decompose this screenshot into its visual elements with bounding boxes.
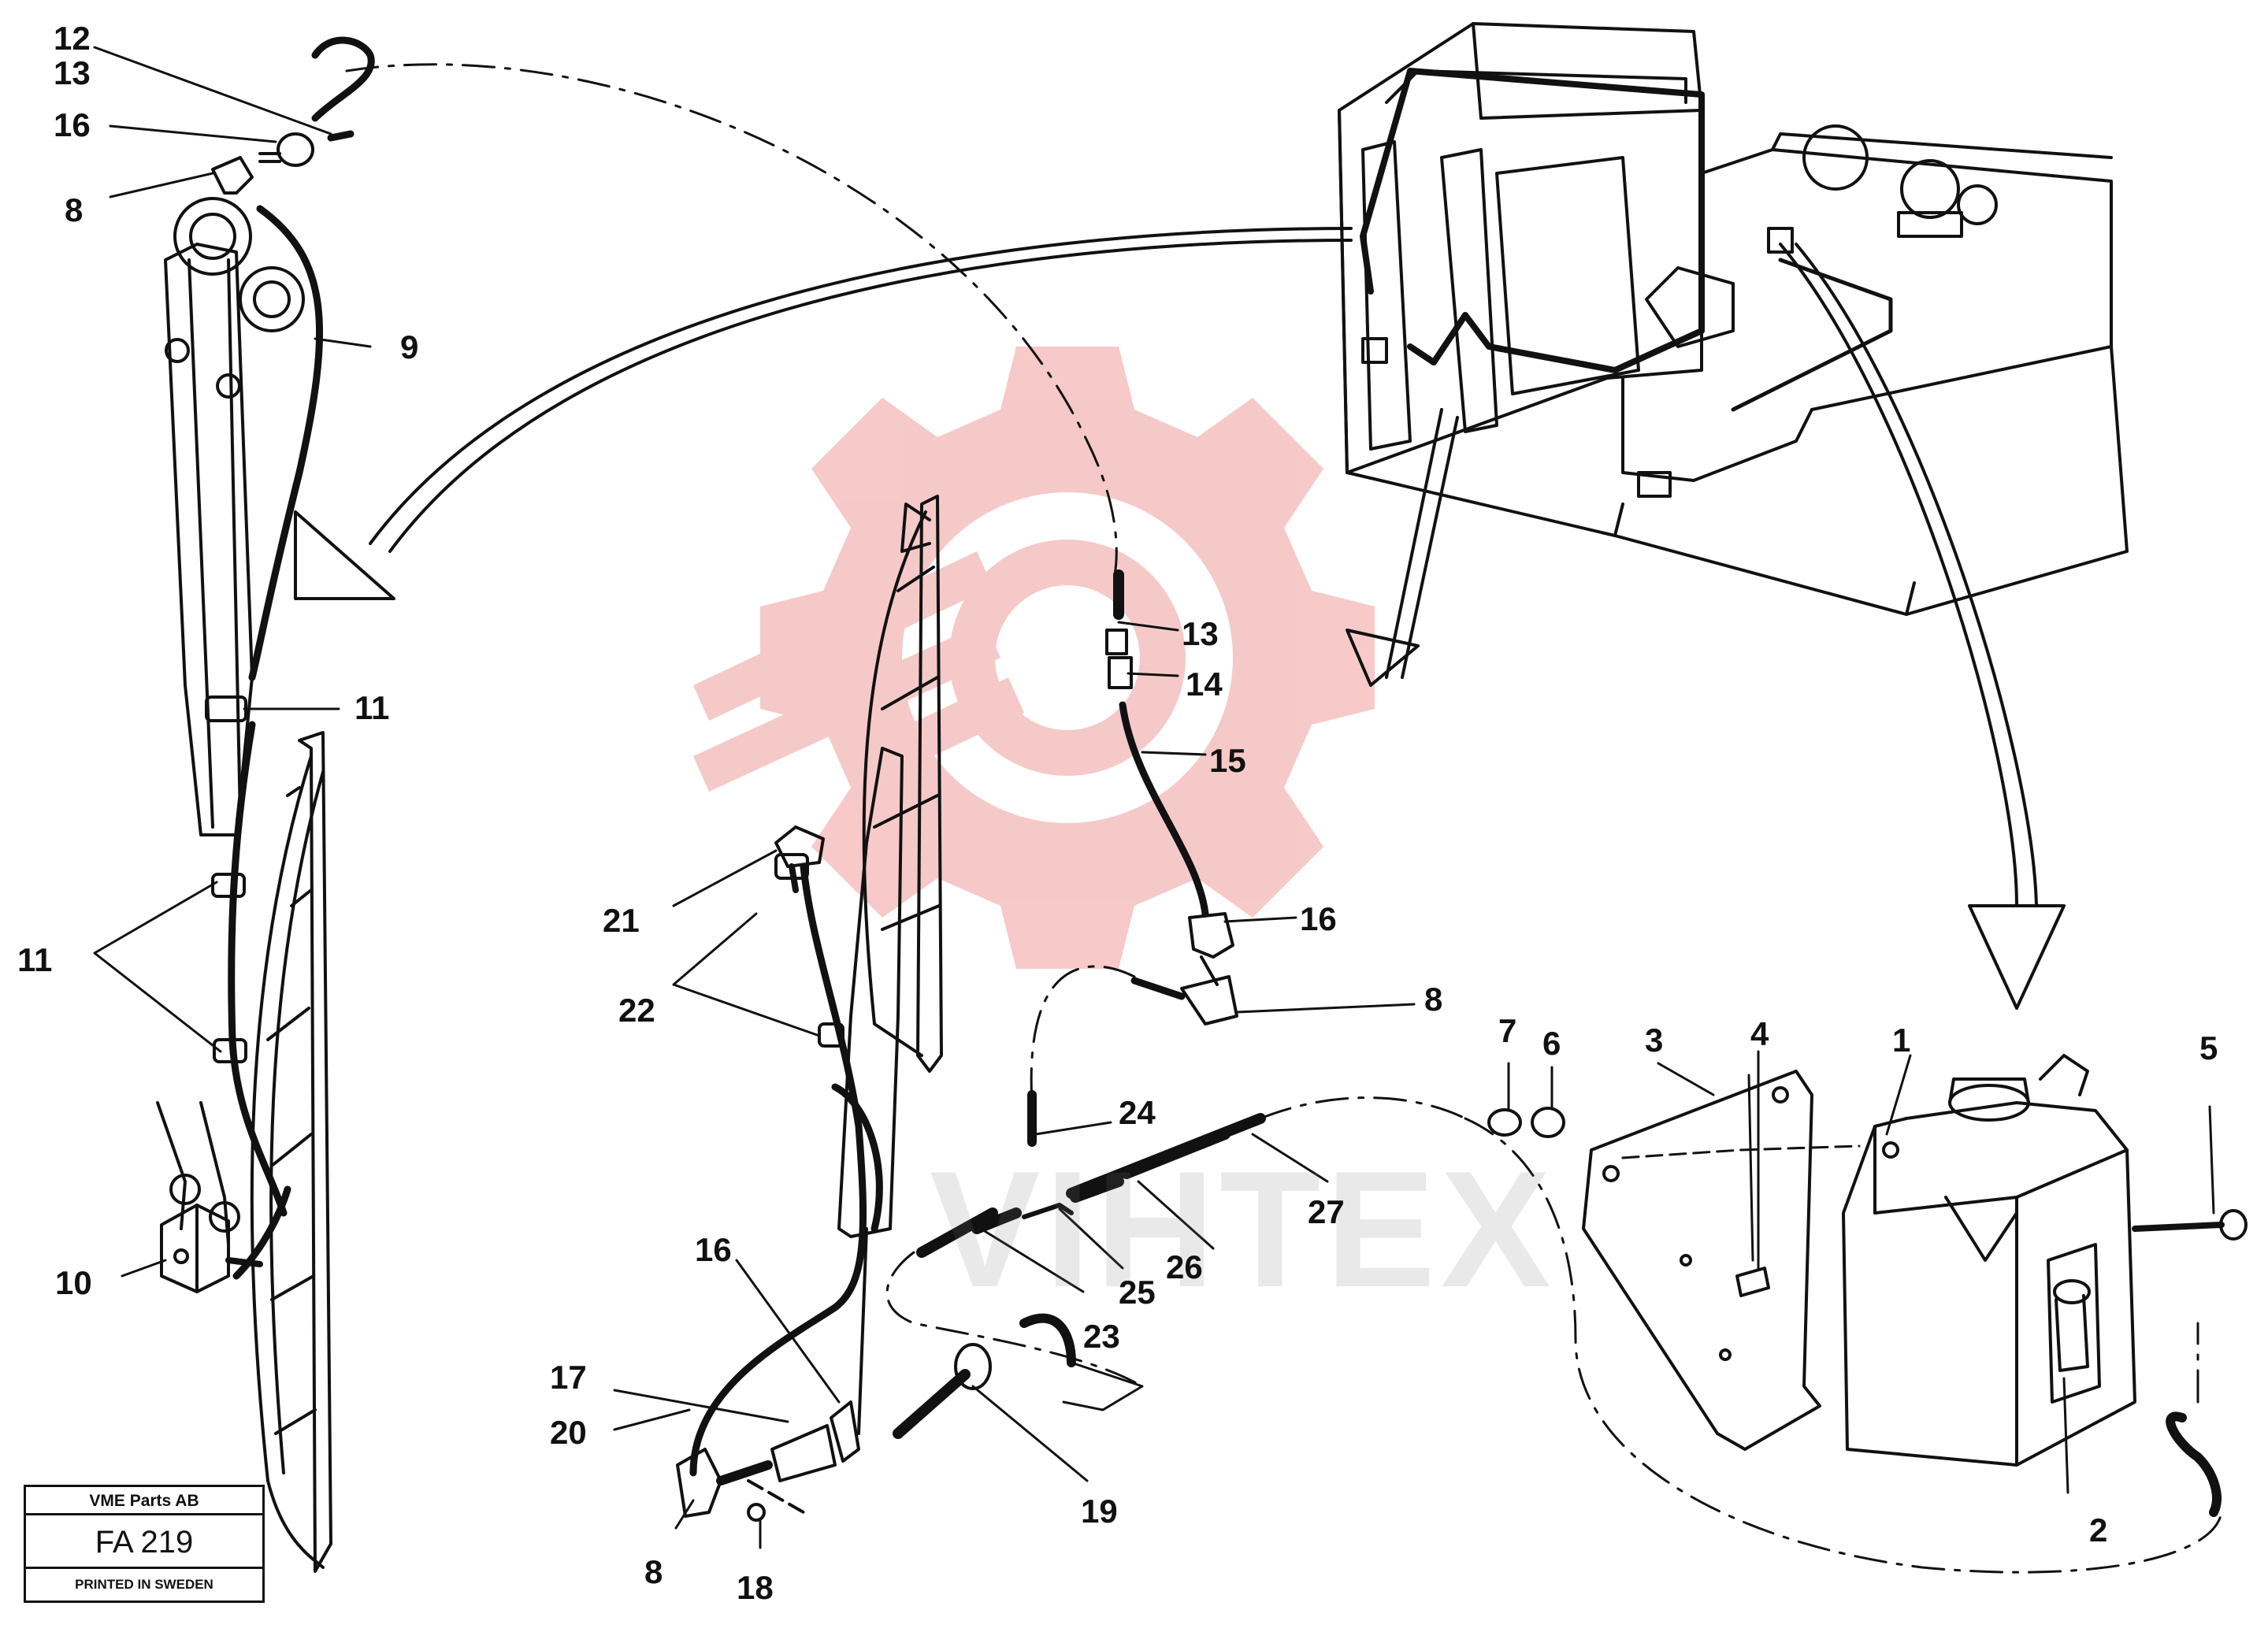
line-art [93,22,2248,1574]
callout-16-mid: 16 [1300,900,1337,937]
title-block-printed: PRINTED IN SWEDEN [75,1577,213,1592]
center-wiper-blade [862,495,943,1073]
top-nut-16 [277,132,314,167]
hose-26 [1121,1129,1231,1179]
screw-5 [2132,1222,2225,1232]
machine-cab-illustration [1338,22,2129,616]
center-wiper-arm [837,747,904,1435]
left-wiper-arm [156,197,305,1246]
callout-24: 24 [1119,1094,1156,1131]
callout-25: 25 [1119,1274,1156,1311]
left-wiper-blade [250,731,332,1573]
center-hose-15 [1119,701,1209,918]
callout-8-mid: 8 [1424,981,1443,1018]
hose-clip-icon-3 [213,1038,247,1063]
callout-7: 7 [1498,1012,1517,1049]
screw-18 [747,1503,766,1522]
callout-10: 10 [55,1264,92,1301]
bracket-17 [770,1424,837,1482]
callout-6: 6 [1542,1025,1561,1062]
left-hose-9 [248,205,324,681]
callout-13-top: 13 [54,54,91,91]
bracket-3 [1582,1070,1821,1451]
washer-6 [1531,1107,1565,1138]
callout-19: 19 [1081,1493,1118,1530]
top-elbow-8 [211,156,254,195]
tee-connector-25 [1022,1203,1074,1219]
callout-16-top: 16 [54,106,91,143]
callout-3: 3 [1645,1022,1664,1059]
dash-dot-path-top [345,63,1118,577]
callout-21: 21 [603,902,640,939]
leader-lines [93,46,2215,1549]
callout-15: 15 [1209,742,1246,779]
callout-8-top: 8 [65,191,84,228]
callout-16-low: 16 [695,1231,732,1268]
watermark-logo-icon [693,347,1375,969]
arrowhead-left [294,510,395,600]
lower-elbow-8 [676,1448,722,1518]
washer-tank-1 [1842,1054,2136,1467]
pump-10-icon [160,1204,230,1293]
callout-26: 26 [1166,1248,1203,1285]
callout-8-low: 8 [644,1553,663,1590]
center-nut-16 [1188,912,1234,959]
callout-4: 4 [1750,1015,1769,1052]
callout-22: 22 [618,992,655,1029]
callout-11-a: 11 [354,689,390,726]
clip-21 [774,825,825,868]
title-block-company: VME Parts AB [26,1487,262,1515]
center-elbow-8 [1180,975,1238,1026]
hose-clip-icon [205,695,247,722]
nut-16-low [830,1400,860,1463]
callout-9: 9 [400,328,419,365]
top-hose-12 [311,36,375,122]
arrow-to-center [1385,408,1459,679]
hose-23 [916,1207,998,1258]
hose-20 [689,862,867,1477]
callout-5: 5 [2199,1029,2218,1066]
cab-reservoir-marker [1767,227,1794,254]
grommet-19 [954,1343,992,1390]
arrow-to-left-wiper [369,227,1353,545]
callout-20: 20 [550,1414,587,1451]
left-hose-lower [228,721,288,1217]
connector-13 [1105,629,1128,655]
callout-13-mid: 13 [1182,615,1219,652]
callout-23: 23 [1083,1318,1120,1355]
callout-11-b: 11 [17,941,53,978]
callout-27: 27 [1308,1193,1345,1230]
title-block: VME Parts AB FA 219 PRINTED IN SWEDEN [24,1485,265,1603]
arrow-to-tank [1779,243,2038,907]
title-block-code: FA 219 [26,1515,262,1569]
nut-7 [1487,1108,1522,1137]
arrowhead-down-right [1968,904,2066,1010]
callout-18: 18 [737,1569,774,1606]
callout-2: 2 [2089,1511,2108,1549]
watermark-text: VIHTEX [930,1137,1556,1322]
callout-17: 17 [550,1359,587,1396]
callout-1: 1 [1892,1022,1911,1059]
arrowhead-down-center [1346,629,1420,687]
callout-14: 14 [1186,666,1223,703]
screw-4 [1735,1267,1770,1297]
callout-12: 12 [54,20,91,57]
hose-clip-icon-2 [211,873,246,898]
